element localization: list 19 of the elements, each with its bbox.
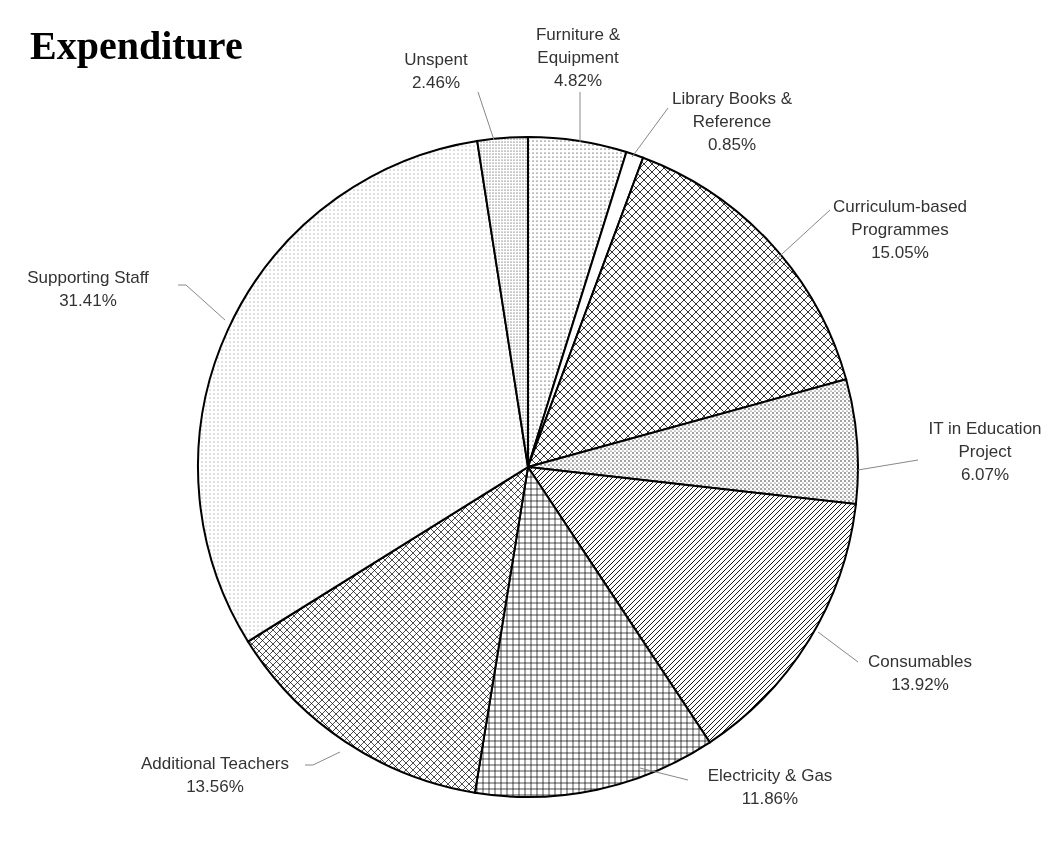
category-label: Additional Teachers xyxy=(139,753,291,776)
value-label: 13.92% xyxy=(890,674,950,696)
category-label: Electricity & Gas xyxy=(706,765,834,788)
chart-title: Expenditure xyxy=(30,22,243,69)
value-label: 15.05% xyxy=(870,241,930,264)
value-label: 11.86% xyxy=(740,788,800,810)
category-label: Furniture & Equipment xyxy=(534,23,622,69)
category-label: Library Books & Reference xyxy=(671,87,793,133)
value-label: 31.41% xyxy=(58,290,118,312)
category-label: Supporting Staff xyxy=(26,267,150,290)
category-label: IT in Education Project xyxy=(927,417,1043,463)
category-label: Curriculum-based Programmes xyxy=(831,195,969,241)
value-label: 6.07% xyxy=(959,463,1011,486)
category-label: Consumables xyxy=(867,651,973,674)
value-label: 2.46% xyxy=(410,72,462,94)
value-label: 0.85% xyxy=(706,133,758,156)
value-label: 4.82% xyxy=(552,69,604,92)
value-label: 13.56% xyxy=(185,776,245,798)
category-label: Unspent xyxy=(403,49,469,72)
